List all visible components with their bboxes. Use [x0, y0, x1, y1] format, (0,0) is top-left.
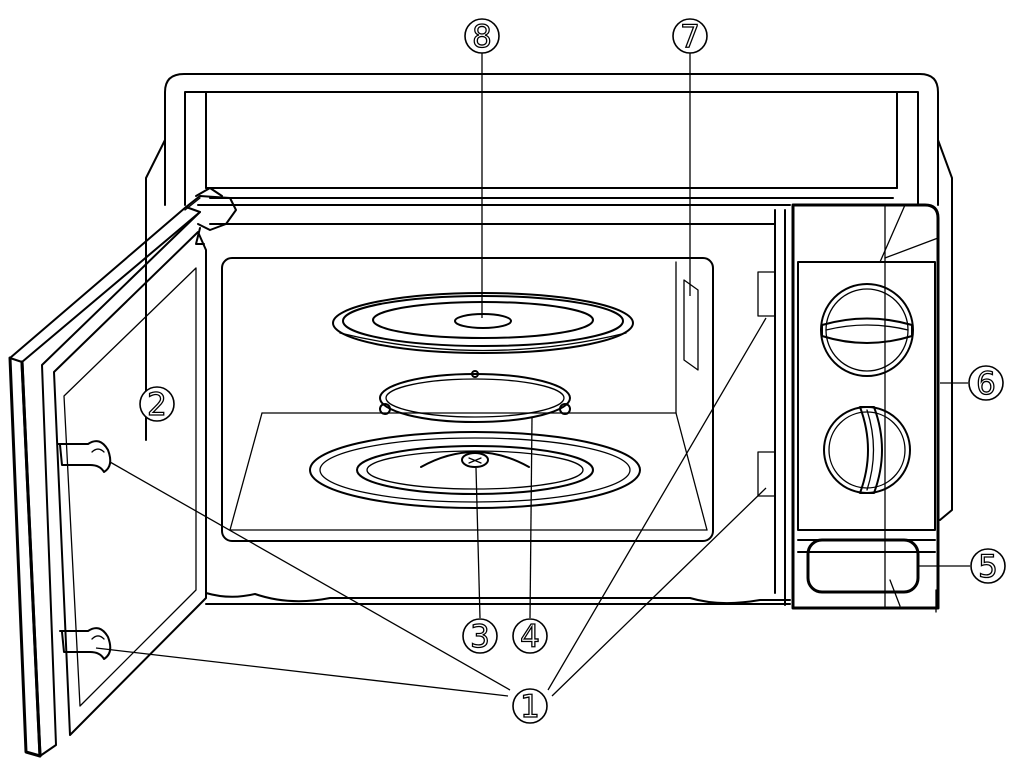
callout-3: 3 — [462, 618, 498, 656]
leader-lines — [95, 53, 970, 697]
callout-8-label: 8 — [472, 19, 492, 55]
door-release-button[interactable] — [806, 538, 920, 594]
glass-tray — [332, 292, 634, 354]
turntable-support — [309, 431, 641, 509]
cabinet — [145, 73, 953, 521]
callout-6-label: 6 — [976, 366, 996, 402]
callout-3-label: 3 — [470, 619, 490, 655]
callout-1-label: 1 — [520, 689, 540, 725]
callout-8: 8 — [464, 18, 500, 56]
door — [8, 187, 237, 758]
cooking-cavity — [197, 204, 791, 606]
callout-7: 7 — [672, 18, 708, 56]
callout-2-label: 2 — [147, 387, 167, 423]
callout-7-label: 7 — [680, 19, 700, 55]
roller-ring — [379, 370, 571, 423]
callout-2: 2 — [139, 386, 175, 424]
timer-knob[interactable] — [820, 283, 914, 377]
power-knob[interactable] — [823, 406, 911, 494]
callout-5-label: 5 — [978, 549, 998, 585]
callout-6: 6 — [968, 365, 1004, 403]
callout-1: 1 — [512, 688, 548, 726]
door-hooks — [57, 440, 112, 660]
callout-5: 5 — [970, 548, 1006, 586]
callout-4-label: 4 — [520, 619, 540, 655]
callout-4: 4 — [512, 618, 548, 656]
